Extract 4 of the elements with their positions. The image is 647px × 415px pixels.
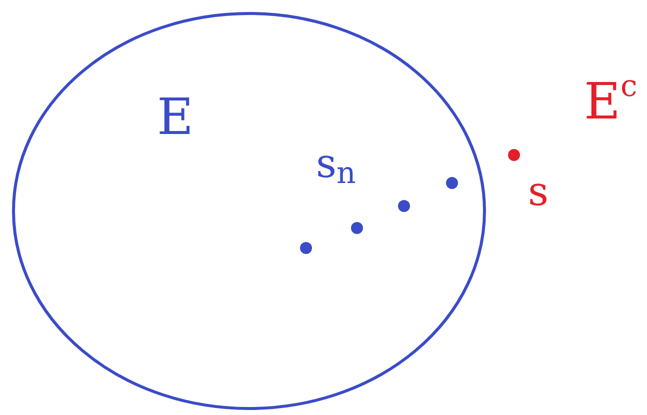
set-label: E [157, 92, 194, 142]
point-label: s [528, 172, 549, 212]
sequence-label: s$_{n}$ [316, 144, 356, 189]
complement-label: E$^{c}$ [584, 72, 638, 126]
